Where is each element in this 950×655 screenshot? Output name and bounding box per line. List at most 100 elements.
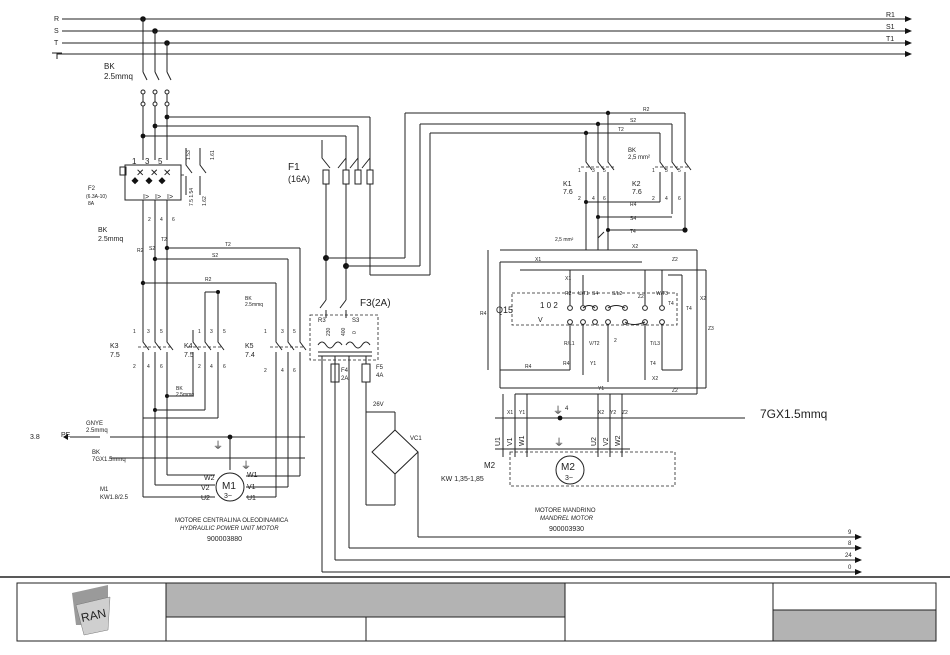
m1-name: M1 [100, 487, 109, 493]
svg-text:X1: X1 [535, 257, 541, 263]
svg-text:I>: I> [143, 194, 149, 201]
rail-label-t1: T1 [886, 36, 894, 43]
svg-text:R/L1: R/L1 [564, 341, 575, 347]
k4-ref: 7.5 [184, 352, 194, 359]
svg-text:5: 5 [223, 329, 226, 335]
svg-text:3: 3 [147, 329, 150, 335]
k5-ref: 7.4 [245, 352, 255, 359]
svg-text:3~: 3~ [565, 475, 573, 482]
svg-text:R4: R4 [630, 202, 637, 208]
svg-text:4: 4 [565, 406, 569, 412]
m2-kw: KW 1,35-1,85 [441, 476, 484, 483]
svg-text:S4: S4 [592, 291, 598, 297]
svg-text:6: 6 [160, 364, 163, 370]
svg-text:5: 5 [293, 329, 296, 335]
svg-text:W2: W2 [615, 435, 622, 446]
m2-code: 900003930 [549, 526, 584, 533]
svg-text:1.61: 1.61 [210, 150, 216, 160]
svg-text:V: V [538, 317, 543, 324]
f2-label: F2 [88, 186, 96, 192]
company-logo: RAN [72, 585, 111, 636]
m1-title: MOTORE CENTRALINA OLEODINAMICA [175, 518, 288, 524]
svg-text:X1: X1 [565, 276, 571, 282]
r3-label: R3 [318, 318, 326, 324]
svg-text:S4: S4 [630, 216, 636, 222]
svg-text:⏚: ⏚ [554, 437, 564, 449]
svg-text:5: 5 [160, 329, 163, 335]
svg-text:4: 4 [281, 368, 284, 374]
k1-ref: 7.6 [563, 189, 573, 196]
svg-text:X2: X2 [632, 244, 638, 250]
bk-mid-label: BK [98, 227, 108, 234]
m2-subtitle: MANDREL MOTOR [540, 516, 594, 522]
svg-text:T4: T4 [686, 306, 692, 312]
m2-symbol: M2 [561, 462, 575, 473]
vc1-label: VC1 [410, 436, 422, 442]
gnye-size: 2.5mmq [86, 428, 108, 434]
bk-main-label: BK [104, 62, 115, 71]
f1-rating: (16A) [288, 174, 310, 184]
bk-k2-size: 2,5 mm² [628, 155, 650, 161]
rail-label-r1: R1 [886, 12, 895, 19]
svg-text:4: 4 [160, 217, 163, 223]
svg-text:3: 3 [281, 329, 284, 335]
pe-label: PE [61, 432, 71, 439]
k1-label: K1 [563, 181, 572, 188]
svg-text:1: 1 [133, 329, 136, 335]
svg-text:0: 0 [352, 331, 358, 334]
svg-text:4: 4 [147, 364, 150, 370]
svg-text:3: 3 [145, 157, 150, 166]
svg-text:S2: S2 [212, 253, 218, 259]
rail-label-r: R [54, 16, 59, 23]
svg-text:U1: U1 [247, 495, 256, 502]
svg-text:S/L2: S/L2 [612, 291, 623, 297]
rail-label-s1: S1 [886, 24, 895, 31]
svg-text:5: 5 [603, 168, 606, 174]
m1-symbol: M1 [222, 481, 236, 492]
title-block: RAN [0, 576, 950, 642]
svg-text:Z2: Z2 [672, 257, 678, 263]
svg-text:4: 4 [665, 196, 668, 202]
svg-text:2: 2 [614, 338, 617, 344]
svg-text:W/T3: W/T3 [656, 291, 668, 297]
svg-text:V2: V2 [201, 485, 210, 492]
fuse-f1-group: F1 (16A) F3(2A) R3 S3 230 400 0 F4 2A F5… [288, 117, 862, 575]
svg-text:U/T1: U/T1 [578, 291, 589, 297]
svg-text:X2: X2 [652, 376, 658, 382]
bk-25-label: 2,5 mm² [555, 237, 574, 243]
m1-kw: KW1.8/2.5 [100, 495, 129, 501]
bk-main-size: 2.5mmq [104, 72, 133, 81]
svg-text:T4: T4 [650, 361, 656, 367]
svg-text:⏚: ⏚ [213, 440, 223, 452]
svg-text:BK: BK [176, 386, 183, 392]
svg-text:U2: U2 [201, 495, 210, 502]
svg-text:V1: V1 [247, 484, 256, 491]
svg-text:6: 6 [603, 196, 606, 202]
svg-text:V2: V2 [603, 437, 610, 446]
svg-text:R4: R4 [563, 361, 570, 367]
svg-text:BK: BK [245, 296, 252, 302]
svg-text:✕: ✕ [136, 168, 144, 179]
svg-text:2.5mmq: 2.5mmq [245, 302, 263, 308]
svg-text:1: 1 [264, 329, 267, 335]
svg-text:I>: I> [167, 194, 173, 201]
out-ref-8: 8 [848, 541, 852, 547]
k5-label: K5 [245, 343, 254, 350]
svg-text:Y1: Y1 [598, 386, 604, 392]
svg-text:3: 3 [665, 168, 668, 174]
svg-text:2: 2 [198, 364, 201, 370]
svg-text:R2: R2 [205, 277, 212, 283]
svg-text:Y1: Y1 [519, 410, 525, 416]
svg-text:230: 230 [326, 327, 332, 336]
svg-text:T2: T2 [225, 242, 231, 248]
supply-rails: R S T R1 S1 T1 [52, 12, 912, 59]
m2-cable: 7GX1.5mmq [760, 407, 827, 421]
svg-text:1: 1 [132, 157, 137, 166]
svg-text:U2: U2 [591, 437, 598, 446]
